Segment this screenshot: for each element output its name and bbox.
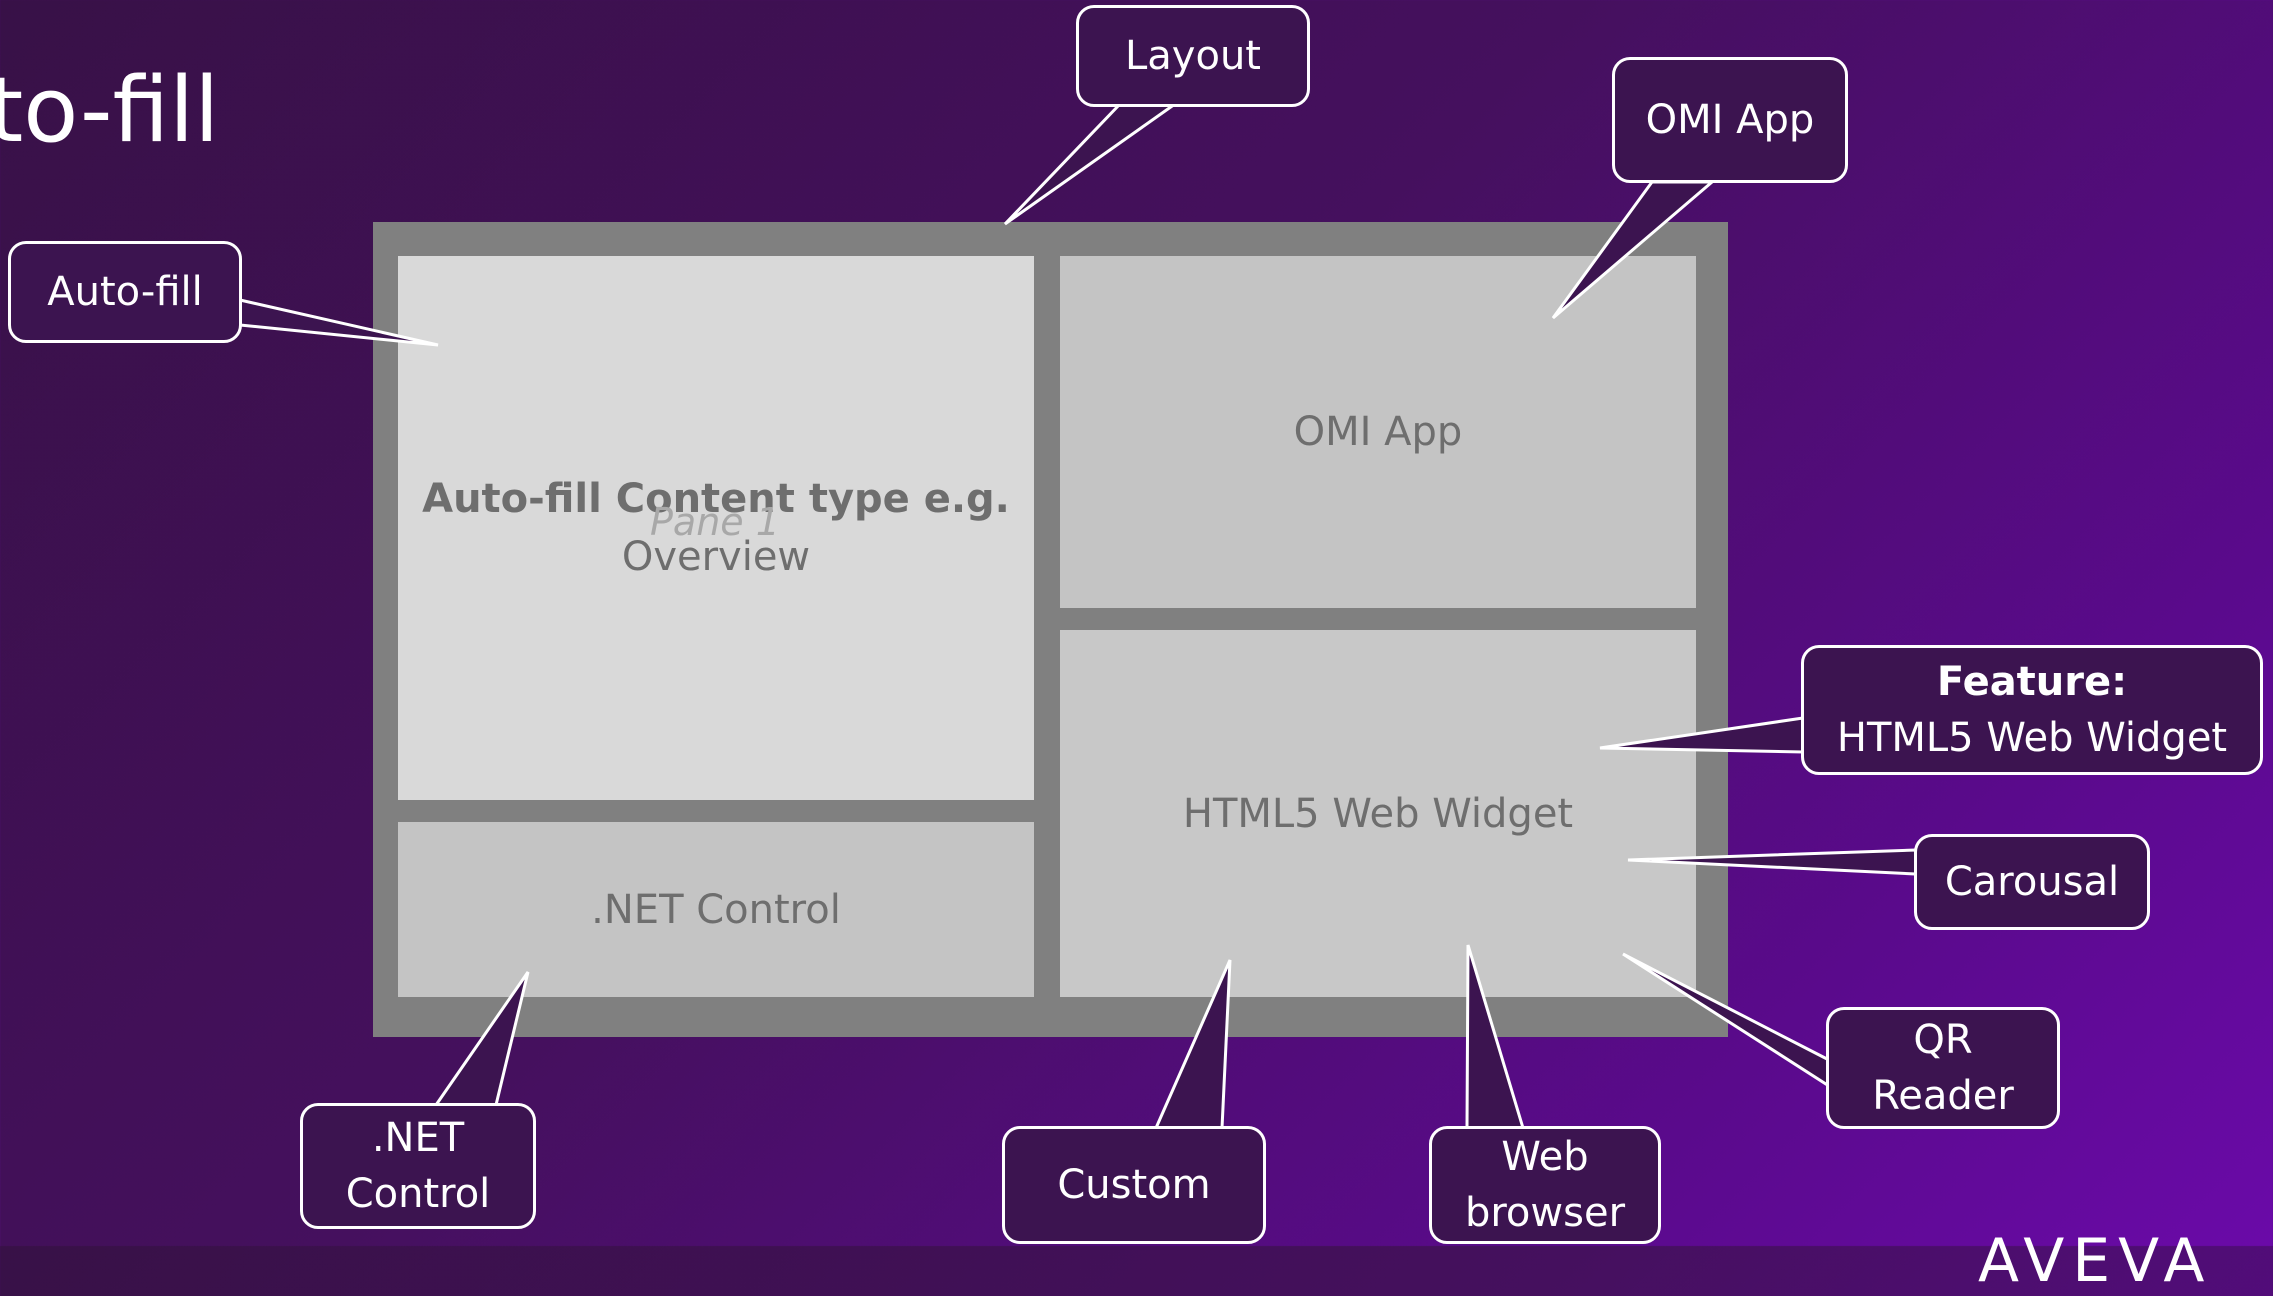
callout-qr-reader: QR Reader — [1826, 1007, 2060, 1129]
callout-auto-fill: Auto-fill — [8, 241, 242, 343]
pane-omi-label: OMI App — [1293, 409, 1463, 455]
callout-web-line1: Web — [1501, 1134, 1589, 1180]
pane-auto-fill: Auto-fill Content type e.g. Overview — [398, 256, 1034, 800]
layout-pointer — [1003, 102, 1180, 226]
callout-carousal-label: Carousal — [1944, 859, 2120, 905]
callout-web-browser: Web browser — [1429, 1126, 1661, 1244]
callout-net-control: .NET Control — [300, 1103, 536, 1229]
pane1-watermark: Pane 1 — [650, 500, 780, 544]
aveva-logo: AVEVA — [1978, 1226, 2213, 1296]
pane-omi-app: OMI App — [1060, 256, 1696, 608]
callout-qr-line1: QR — [1913, 1017, 1973, 1063]
callout-carousal: Carousal — [1914, 834, 2150, 930]
callout-feature-text: HTML5 Web Widget — [1836, 715, 2228, 761]
callout-qr-line2: Reader — [1872, 1073, 2014, 1119]
pane-html5-widget: HTML5 Web Widget — [1060, 630, 1696, 997]
callout-net-line1: .NET — [371, 1115, 465, 1161]
callout-omi-app: OMI App — [1612, 57, 1848, 183]
callout-omi-app-label: OMI App — [1645, 97, 1815, 143]
callout-layout: Layout — [1076, 5, 1310, 107]
slide-title: to-fill — [0, 58, 220, 163]
pane-html5-label: HTML5 Web Widget — [1182, 790, 1574, 837]
callout-auto-fill-label: Auto-fill — [47, 269, 203, 315]
pane-net-control: .NET Control — [398, 822, 1034, 997]
callout-feature-title: Feature: — [1936, 659, 2128, 705]
callout-layout-label: Layout — [1125, 33, 1261, 79]
callout-custom: Custom — [1002, 1126, 1266, 1244]
callout-net-line2: Control — [345, 1171, 491, 1217]
callout-custom-label: Custom — [1057, 1162, 1211, 1208]
pane-net-label: .NET Control — [591, 886, 841, 933]
callout-feature: Feature: HTML5 Web Widget — [1801, 645, 2263, 775]
pane1-title: Auto-fill Content type e.g. — [422, 476, 1010, 522]
callout-web-line2: browser — [1464, 1190, 1626, 1236]
pane1-subtitle: Overview — [621, 534, 811, 580]
